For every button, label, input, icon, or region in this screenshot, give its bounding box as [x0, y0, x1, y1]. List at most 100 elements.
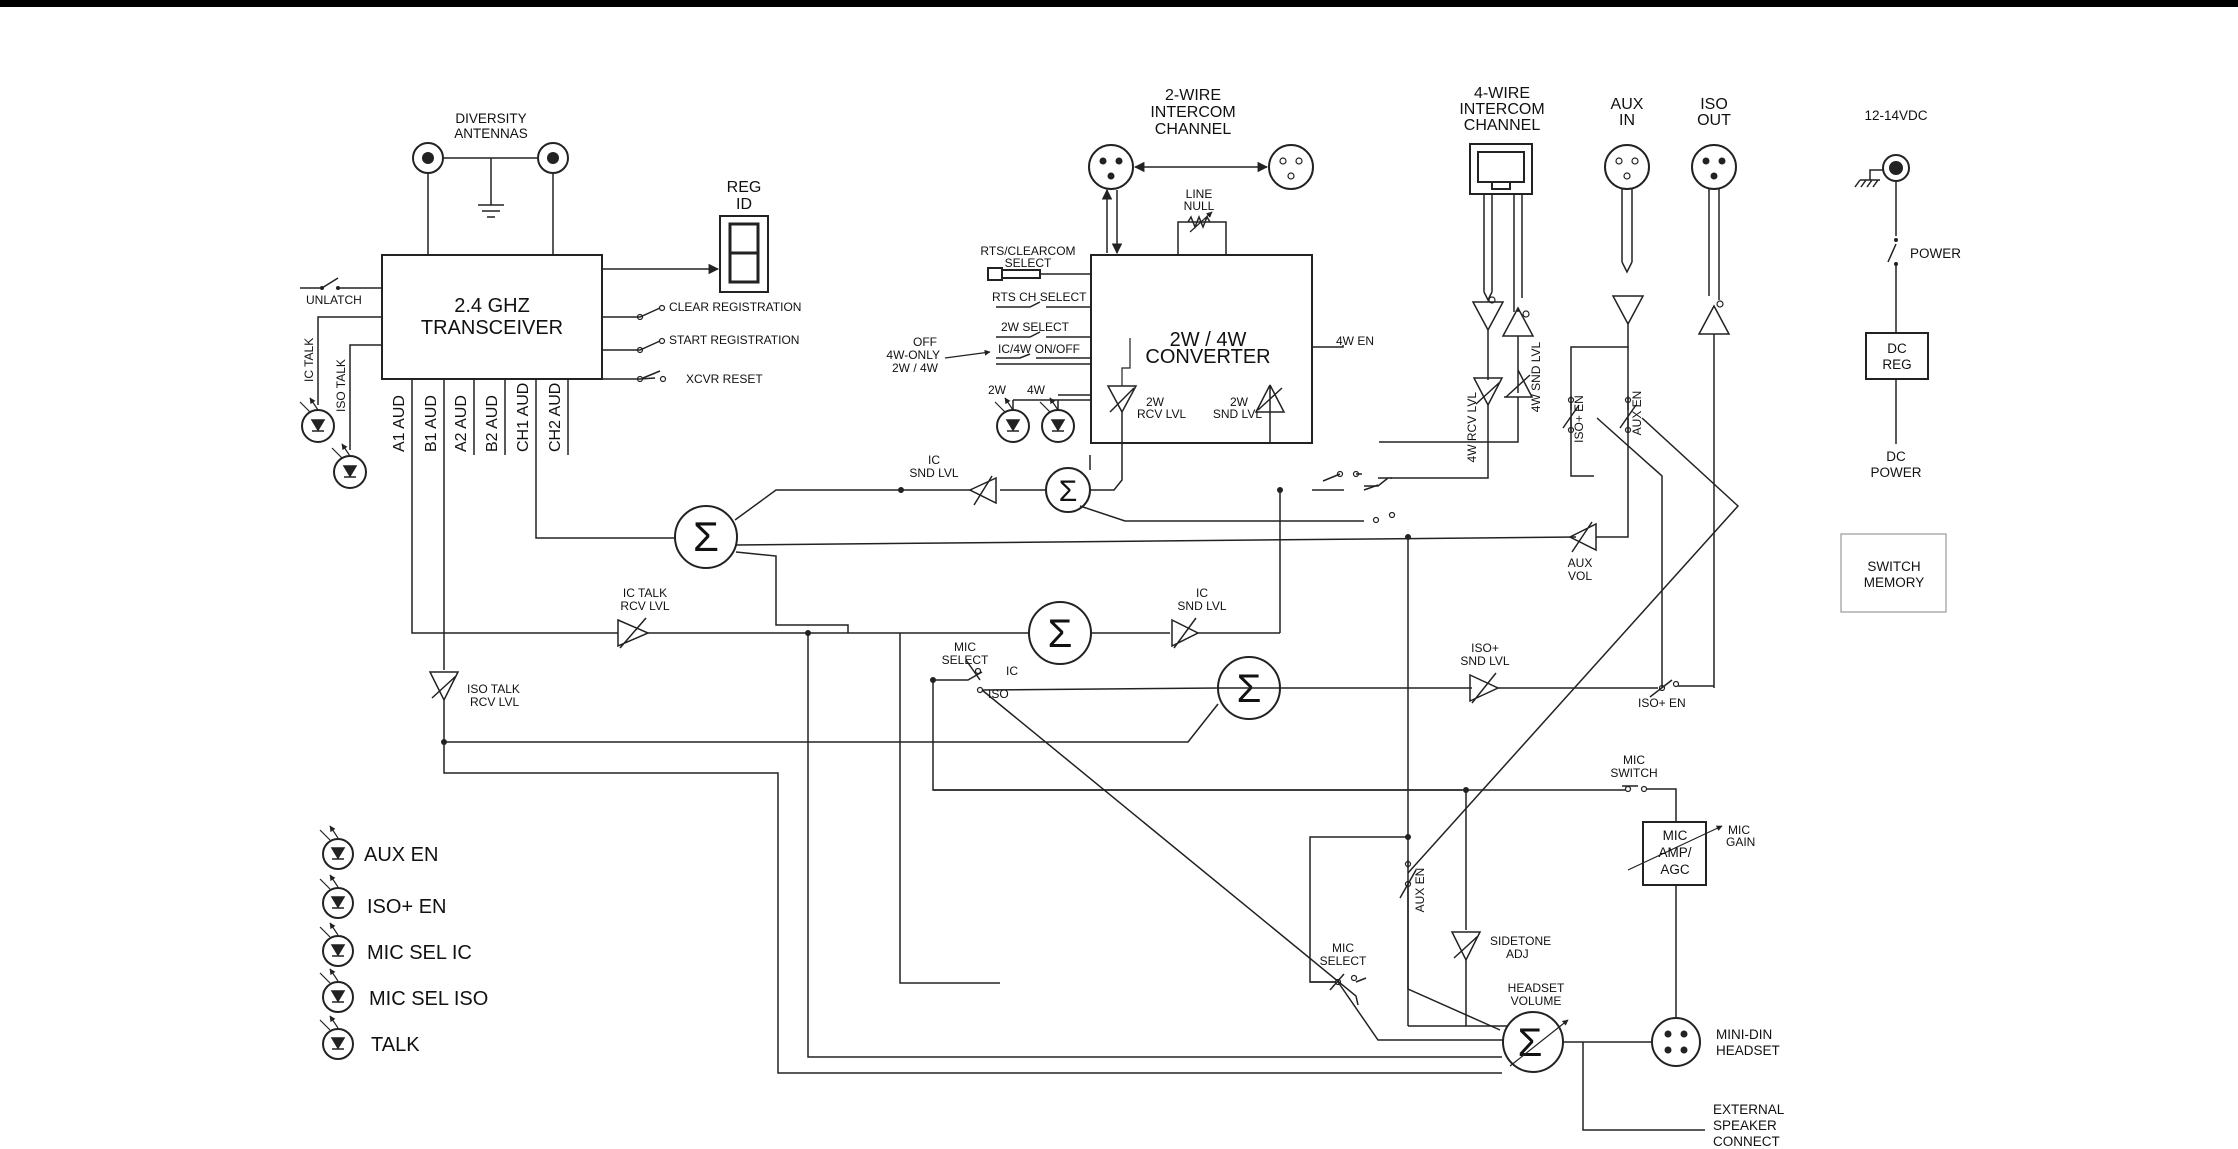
aud-ports: A1 AUD B1 AUD A2 AUD B2 AUD CH1 AUD CH2 … [391, 379, 569, 455]
external-speaker-label-3: CONNECT [1713, 1134, 1780, 1149]
rcv-2w-label-1: 2W [1146, 395, 1165, 409]
b2-aud-label: B2 AUD [484, 395, 501, 452]
external-speaker: EXTERNAL SPEAKER CONNECT [1713, 1102, 1785, 1149]
summer-ic-top: Σ [1045, 467, 1091, 513]
ic-snd-lvl-mid-label-1: IC [1196, 586, 1208, 600]
iso-plus-en-bottom-label: ISO+ EN [1638, 696, 1686, 710]
antennas-label-2: ANTENNAS [454, 126, 528, 141]
mini-din-connector-icon [1651, 1017, 1701, 1067]
two-wire-label-2: INTERCOM [1150, 104, 1235, 121]
aux-iso-enable-switches: ISO+ EN AUX EN [1562, 391, 1644, 443]
ic-4w-onoff-label: IC/4W ON/OFF [998, 342, 1080, 356]
converter-title-2: CONVERTER [1145, 346, 1270, 368]
dc-reg-block [1865, 332, 1929, 380]
external-speaker-label-2: SPEAKER [1713, 1118, 1777, 1133]
transceiver-control-switches: CLEAR REGISTRATION START REGISTRATION XC… [602, 300, 801, 386]
converter-title-1: 2W / 4W [1170, 329, 1247, 351]
dc-power-label-2: POWER [1870, 465, 1921, 480]
mode-off-label: OFF [913, 335, 937, 349]
ic-snd-lvl-top-label-1: IC [928, 453, 940, 467]
iso-talk-label: ISO TALK [334, 359, 348, 412]
snd-2w-label-1: 2W [1230, 395, 1249, 409]
ic-snd-lvl-mid-label-2: SND LVL [1177, 599, 1226, 613]
legend: AUX EN ISO+ EN MIC SEL IC MIC SEL ISO TA… [319, 826, 488, 1060]
a2-aud-label: A2 AUD [453, 395, 470, 452]
dc-power-label-1: DC [1886, 449, 1906, 464]
led-4w-label: 4W [1027, 383, 1046, 397]
2w-select-label: 2W SELECT [1001, 320, 1070, 334]
legend-item-aux-en: AUX EN [319, 826, 438, 870]
sidetone-label-1: SIDETONE [1490, 934, 1551, 948]
headset-volume-label-1: HEADSET [1508, 981, 1565, 995]
iso-out-label-1: ISO [1700, 96, 1728, 113]
iso-plus-en-label: ISO+ EN [1572, 395, 1586, 443]
power-section: 12-14VDC POWER DC REG DC POWER [1854, 108, 1961, 480]
mic-select-bottom-label-1: MIC [1332, 941, 1354, 955]
top-border [0, 0, 2238, 7]
aux-vol-label-2: VOL [1568, 569, 1592, 583]
converter-selectors: RTS/CLEARCOM SELECT RTS CH SELECT 2W SEL… [886, 244, 1091, 375]
legend-label: MIC SEL IC [367, 942, 472, 964]
aux-in-label-2: IN [1619, 112, 1635, 129]
summer-ic-mid: Σ [1028, 601, 1092, 665]
xlr-connector-icon [1604, 144, 1650, 190]
talk-leds: IC TALK ISO TALK [299, 316, 382, 489]
clear-registration-label: CLEAR REGISTRATION [669, 300, 801, 314]
legend-item-mic-sel-iso: MIC SEL ISO [319, 969, 488, 1013]
legend-label: TALK [371, 1034, 420, 1056]
rts-ch-select-label: RTS CH SELECT [992, 290, 1087, 304]
ic-talk-rcv-label-2: RCV LVL [620, 599, 669, 613]
dc-reg-label-1: DC [1887, 341, 1907, 356]
reg-id-label-1: REG [727, 179, 762, 196]
mode-2w4w-label: 2W / 4W [892, 361, 939, 375]
transceiver-title-2: TRANSCEIVER [421, 317, 563, 339]
mic-select-top-label-1: MIC [954, 640, 976, 654]
iso-talk-rcv-label-1: ISO TALK [467, 682, 520, 696]
ic-talk-rcv-label-1: IC TALK [623, 586, 667, 600]
signal-wires [411, 386, 1740, 1131]
mic-amp-block [1642, 821, 1707, 886]
unlatch-label: UNLATCH [306, 293, 362, 307]
summer-headset: Σ [1502, 1011, 1569, 1073]
mini-din-headset: MINI-DIN HEADSET [1651, 1017, 1780, 1067]
line-null: LINE NULL [1177, 187, 1227, 255]
unlatch-switch: UNLATCH [300, 277, 382, 307]
sum-icon: Σ [1059, 475, 1078, 508]
diversity-antennas: DIVERSITY ANTENNAS [412, 111, 569, 255]
iso-out-label-2: OUT [1697, 112, 1731, 129]
summer-ch: Σ [674, 505, 738, 569]
transceiver-title-1: 2.4 GHZ [454, 295, 530, 317]
ch1-aud-label: CH1 AUD [515, 383, 532, 452]
reg-id-display: REG ID [602, 179, 769, 293]
external-speaker-label-1: EXTERNAL [1713, 1102, 1785, 1117]
dc-reg-label-2: REG [1882, 357, 1911, 372]
supply-label: 12-14VDC [1864, 108, 1927, 123]
aux-vol-label-1: AUX [1568, 556, 1593, 570]
legend-label: AUX EN [364, 844, 438, 866]
mini-din-label-2: HEADSET [1716, 1043, 1780, 1058]
ch2-aud-label: CH2 AUD [547, 383, 564, 452]
xlr-connector-icon [1088, 144, 1134, 190]
mic-gain-label-2: GAIN [1726, 835, 1755, 849]
legend-item-talk: TALK [319, 1016, 420, 1060]
four-wire-label-1: 4-WIRE [1474, 85, 1530, 102]
transceiver-block: 2.4 GHZ TRANSCEIVER [381, 254, 603, 380]
two-wire-label-3: CHANNEL [1155, 121, 1232, 138]
four-wire-channel: 4-WIRE INTERCOM CHANNEL 4W RCV LVL 4W SN… [1378, 85, 1545, 479]
sum-icon: Σ [1048, 612, 1073, 656]
mini-din-label-1: MINI-DIN [1716, 1027, 1772, 1042]
converter-block: 2W / 4W CONVERTER 2W RCV LVL 2W SND LVL … [1090, 254, 1374, 445]
rcv-2w-label-2: RCV LVL [1137, 407, 1186, 421]
legend-label: MIC SEL ISO [369, 988, 488, 1010]
network-labels: IC SND LVL AUX VOL IC TALK RCV LVL IC SN… [467, 453, 1755, 1008]
iso-plus-snd-label-1: ISO+ [1471, 641, 1499, 655]
mic-amp-label-2: AMP/ [1658, 845, 1691, 860]
reg-id-label-2: ID [736, 196, 752, 213]
four-wire-label-3: CHANNEL [1464, 117, 1541, 134]
sum-icon: Σ [693, 513, 719, 560]
iso-plus-snd-label-2: SND LVL [1460, 654, 1509, 668]
rts-clearcom-label-1: RTS/CLEARCOM [980, 244, 1075, 258]
xcvr-reset-label: XCVR RESET [686, 372, 763, 386]
ic-talk-label: IC TALK [302, 338, 316, 382]
sidetone-label-2: ADJ [1506, 947, 1529, 961]
